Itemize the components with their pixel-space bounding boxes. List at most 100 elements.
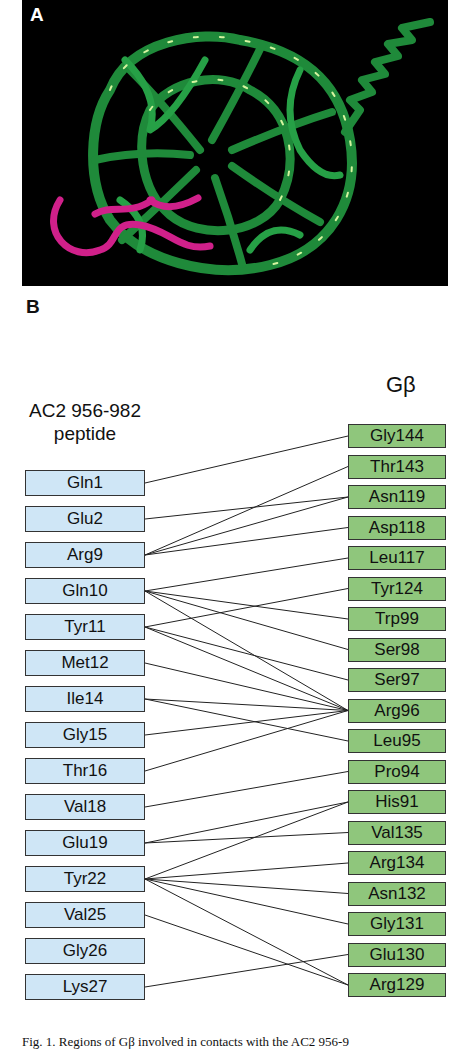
residue-name: Ser98 [374,640,419,660]
residue-name: Arg134 [370,853,425,873]
gbeta-residue-box: Leu117 [348,546,446,570]
peptide-residue-box: Arg9 [25,542,145,568]
contact-line [145,955,348,988]
peptide-residue-box: Val18 [25,794,145,820]
residue-name: Ile14 [67,689,104,709]
residue-name: Met12 [61,653,108,673]
contact-line [145,863,348,879]
ribbon-loop [120,60,340,250]
residue-name: Gly15 [63,725,107,745]
contact-line [145,497,348,519]
column-heading: AC2 956-982 peptide [24,400,146,446]
gbeta-residue-box: Leu95 [348,729,446,753]
gbeta-residue-box: Asp118 [348,516,446,540]
residue-name: Arg96 [374,701,419,721]
contact-line [145,915,348,985]
contact-line [145,528,348,556]
residue-name: Glu19 [62,833,107,853]
ribbon-helix [345,22,430,132]
gbeta-residue-box: Val135 [348,821,446,845]
contact-line [145,879,348,924]
gbeta-residue-box: Gly131 [348,912,446,936]
residue-name: Val25 [64,905,106,925]
residue-name: Asn119 [369,487,425,507]
peptide-residue-box: Tyr11 [25,614,145,640]
residue-name: Tyr22 [64,869,107,889]
residue-name: Glu2 [67,509,103,529]
residue-name: Asp118 [369,518,425,538]
gbeta-residue-box: Asn119 [348,485,446,509]
residue-name: Val18 [64,797,106,817]
residue-name: Leu95 [373,731,420,751]
residue-name: Gln1 [67,473,103,493]
contact-line [145,699,348,711]
gbeta-residue-box: Thr143 [348,455,446,479]
peptide-residue-box: Glu2 [25,506,145,532]
residue-name: Leu117 [369,548,424,568]
residue-name: Glu130 [370,945,425,965]
gbeta-residue-box: Trp99 [348,607,446,631]
residue-name: Val135 [371,823,423,843]
gbeta-residue-box: Gly144 [348,424,446,448]
residue-name: Lys27 [63,977,108,997]
peptide-residue-box: Tyr22 [25,866,145,892]
peptide-residue-box: Gly15 [25,722,145,748]
contact-line [145,591,348,619]
residue-name: Gly26 [63,941,107,961]
residue-name: Asn132 [368,884,426,904]
panel-letter: B [26,296,40,319]
contact-line [145,591,348,711]
peptide-residue-box: Met12 [25,650,145,676]
residue-name: Tyr124 [371,579,423,599]
gbeta-residue-box: Asn132 [348,882,446,906]
residue-name: Ser97 [374,670,419,690]
peptide-residue-box: Glu19 [25,830,145,856]
gbeta-residue-box: Tyr124 [348,577,446,601]
contact-line [145,879,348,985]
residue-name: His91 [375,792,418,812]
image-ground [22,0,448,286]
gbeta-residue-box: His91 [348,790,446,814]
gbeta-residue-box: Ser98 [348,638,446,662]
ribbon-highlight [110,37,352,265]
contact-line [145,833,348,844]
peptide-residue-box: Thr16 [25,758,145,784]
gbeta-residue-box: Arg96 [348,699,446,723]
gbeta-residue-box: Arg134 [348,851,446,875]
highlighted-region [54,198,210,253]
peptide-residue-box: Lys27 [25,974,145,1000]
figure-caption: Fig. 1. Regions of Gβ involved in contac… [22,1034,462,1050]
gbeta-residue-box: Glu130 [348,943,446,967]
residue-name: Gly131 [370,914,424,934]
panel-letter: A [30,4,44,27]
contact-line [145,467,348,556]
contact-line [145,663,348,711]
residue-name: Arg129 [370,975,425,995]
column-heading: Gβ [386,372,416,398]
residue-name: Trp99 [375,609,419,629]
residue-name: Pro94 [374,762,419,782]
gbeta-residue-box: Pro94 [348,760,446,784]
gbeta-residue-box: Ser97 [348,668,446,692]
contact-line [145,772,348,808]
contact-line [145,591,348,650]
contact-line [145,711,348,772]
residue-name: Arg9 [67,545,103,565]
contact-line [145,589,348,628]
gbeta-residue-box: Arg129 [348,973,446,997]
residue-name: Tyr11 [64,617,105,637]
peptide-residue-box: Ile14 [25,686,145,712]
ribbon-strand [93,37,352,270]
residue-name: Thr16 [63,761,107,781]
peptide-residue-box: Val25 [25,902,145,928]
contact-line [145,497,348,555]
contact-line [145,802,348,843]
contact-line [145,558,348,591]
peptide-residue-box: Gln10 [25,578,145,604]
residue-name: Thr143 [370,457,424,477]
residue-name: Gly144 [370,426,424,446]
residue-name: Gln10 [62,581,107,601]
contact-line [145,627,348,711]
contact-line [145,711,348,736]
